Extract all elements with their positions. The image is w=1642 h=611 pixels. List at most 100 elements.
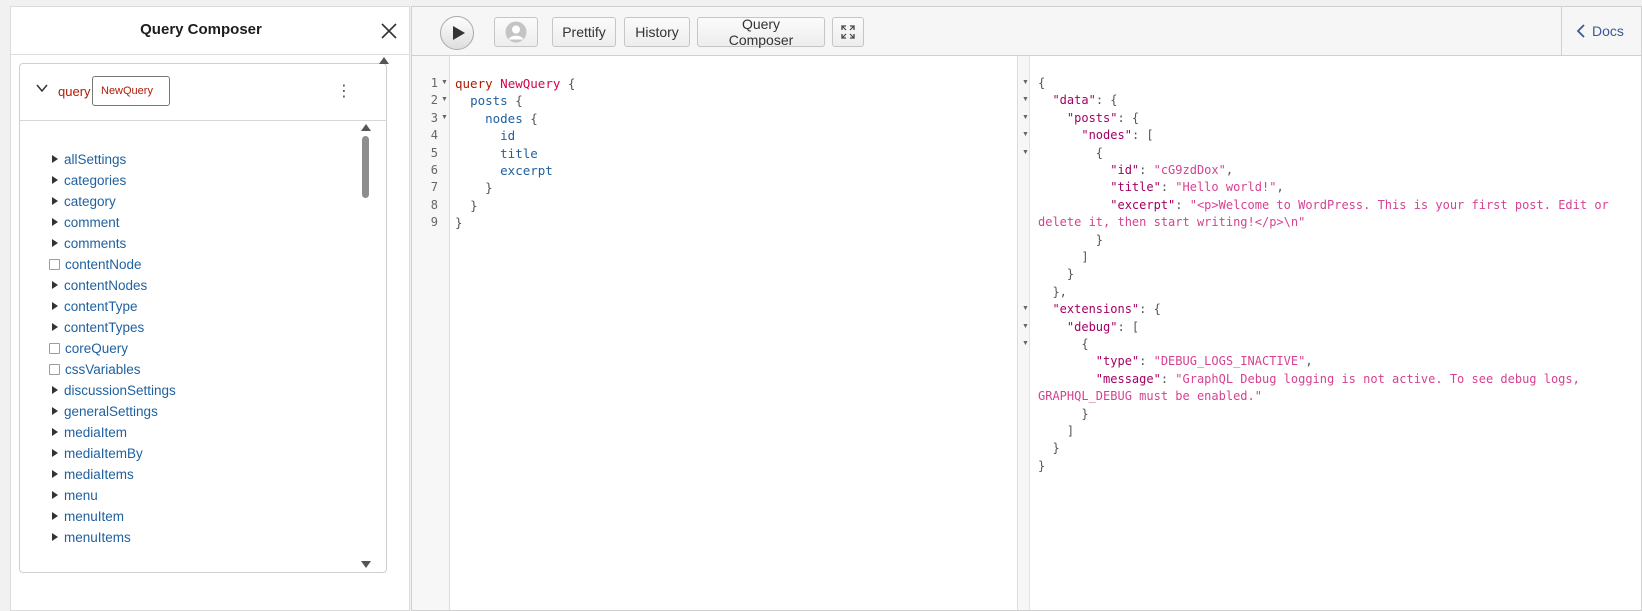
code-line: excerpt <box>455 163 553 178</box>
expand-arrow-icon[interactable] <box>48 425 62 439</box>
json-punctuation: : { <box>1139 302 1161 317</box>
field-item[interactable]: generalSettings <box>48 401 158 421</box>
expand-arrow-icon[interactable] <box>48 215 62 229</box>
toolbar: Prettify History Query Composer <box>412 7 1641 56</box>
json-punctuation <box>1038 198 1110 212</box>
field-label: contentTypes <box>64 319 145 335</box>
fold-arrow-icon[interactable]: ▼ <box>441 79 448 86</box>
expand-arrow-icon[interactable] <box>48 278 62 292</box>
field-item[interactable]: contentNode <box>48 254 142 274</box>
json-punctuation: : { <box>1117 110 1140 125</box>
result-line: delete it, then start writing!</p>\n" <box>1038 215 1305 229</box>
json-string: "<p>Welcome to WordPress. This is your f… <box>1189 197 1609 212</box>
fold-arrow-icon[interactable]: ▼ <box>1022 79 1029 86</box>
close-icon[interactable] <box>379 21 399 41</box>
field-item[interactable]: menuItem <box>48 506 124 526</box>
execute-query-button[interactable] <box>440 16 474 50</box>
result-line: "data": { <box>1038 93 1117 107</box>
operation-header: query ⋮ <box>20 64 386 121</box>
field-checkbox[interactable] <box>49 258 60 270</box>
expand-arrow-icon[interactable] <box>48 404 62 418</box>
fold-arrow-icon[interactable]: ▼ <box>1022 131 1029 139</box>
expand-arrow-icon[interactable] <box>48 488 62 502</box>
json-punctuation: { <box>1038 337 1089 351</box>
field-checkbox[interactable] <box>49 363 60 375</box>
json-string: "Hello world!" <box>1175 180 1277 195</box>
fold-arrow-icon[interactable]: ▼ <box>441 113 448 121</box>
fold-arrow-icon[interactable]: ▼ <box>1022 305 1029 313</box>
field-item[interactable]: categories <box>48 170 126 190</box>
json-punctuation <box>1038 163 1110 177</box>
field-list-scrollbar[interactable] <box>361 124 371 568</box>
field-item[interactable]: menu <box>48 485 98 505</box>
scroll-up-arrow-icon[interactable] <box>361 124 371 131</box>
field-checkbox[interactable] <box>49 342 60 354</box>
user-button[interactable] <box>494 17 538 47</box>
json-punctuation: , <box>1225 163 1234 177</box>
expand-arrow-icon[interactable] <box>48 236 62 250</box>
json-punctuation: } <box>1038 267 1075 282</box>
code-field: excerpt <box>500 163 553 178</box>
fold-arrow-icon[interactable]: ▼ <box>1022 113 1029 121</box>
expand-arrow-icon[interactable] <box>48 299 62 313</box>
fold-arrow-icon[interactable]: ▼ <box>1022 96 1029 104</box>
fullscreen-button[interactable] <box>832 17 864 47</box>
json-punctuation <box>1038 93 1052 107</box>
docs-button[interactable]: Docs <box>1576 23 1624 39</box>
result-line: } <box>1038 459 1045 473</box>
result-line: } <box>1038 407 1088 421</box>
field-item[interactable]: contentType <box>48 296 138 316</box>
field-item[interactable]: menuItems <box>48 527 131 547</box>
field-label: comments <box>64 235 127 251</box>
chevron-down-icon[interactable] <box>34 80 50 96</box>
field-item[interactable]: coreQuery <box>48 338 128 358</box>
query-composer-button[interactable]: Query Composer <box>697 16 825 48</box>
json-key: "message" <box>1095 371 1161 386</box>
json-string: GRAPHQL_DEBUG must be enabled." <box>1038 389 1262 404</box>
json-punctuation <box>1038 320 1067 334</box>
expand-arrow-icon[interactable] <box>48 530 62 544</box>
field-item[interactable]: comment <box>48 212 120 232</box>
field-item[interactable]: mediaItems <box>48 464 134 484</box>
fold-arrow-icon[interactable]: ▼ <box>1022 322 1029 330</box>
field-label: mediaItems <box>64 466 134 482</box>
expand-arrow-icon[interactable] <box>48 509 62 523</box>
json-string: delete it, then start writing!</p>\n" <box>1038 215 1306 230</box>
fold-arrow-icon[interactable]: ▼ <box>441 96 448 104</box>
fold-arrow-icon[interactable]: ▼ <box>1022 148 1029 156</box>
composer-outer-scrollbar[interactable] <box>379 57 389 67</box>
field-item[interactable]: mediaItemBy <box>48 443 143 463</box>
expand-arrow-icon[interactable] <box>48 194 62 208</box>
field-item[interactable]: contentTypes <box>48 317 144 337</box>
result-line: "excerpt": "<p>Welcome to WordPress. Thi… <box>1038 198 1609 212</box>
history-button[interactable]: History <box>624 17 690 47</box>
prettify-button[interactable]: Prettify <box>552 17 616 47</box>
expand-arrow-icon[interactable] <box>48 467 62 481</box>
expand-arrow-icon[interactable] <box>48 320 62 334</box>
field-label: category <box>64 193 116 209</box>
expand-arrow-icon[interactable] <box>48 173 62 187</box>
scroll-thumb[interactable] <box>362 136 369 198</box>
expand-icon <box>841 25 855 39</box>
code-line: } <box>455 215 463 230</box>
expand-arrow-icon[interactable] <box>48 446 62 460</box>
field-item[interactable]: comments <box>48 233 126 253</box>
expand-arrow-icon[interactable] <box>48 152 62 166</box>
expand-arrow-icon[interactable] <box>48 383 62 397</box>
code-indent <box>455 180 485 195</box>
fold-arrow-icon[interactable]: ▼ <box>1022 340 1029 347</box>
scroll-up-arrow-icon[interactable] <box>379 57 389 64</box>
field-item[interactable]: mediaItem <box>48 422 127 442</box>
scroll-down-arrow-icon[interactable] <box>361 561 371 568</box>
operation-name-input[interactable] <box>92 76 170 106</box>
line-number: 1 <box>430 76 438 90</box>
field-item[interactable]: contentNodes <box>48 275 147 295</box>
field-item[interactable]: cssVariables <box>48 359 141 379</box>
field-item[interactable]: allSettings <box>48 149 126 169</box>
kebab-menu-icon[interactable]: ⋮ <box>336 83 352 100</box>
field-item[interactable]: category <box>48 191 116 211</box>
field-item[interactable]: discussionSettings <box>48 380 176 400</box>
code-field: posts <box>470 93 508 109</box>
